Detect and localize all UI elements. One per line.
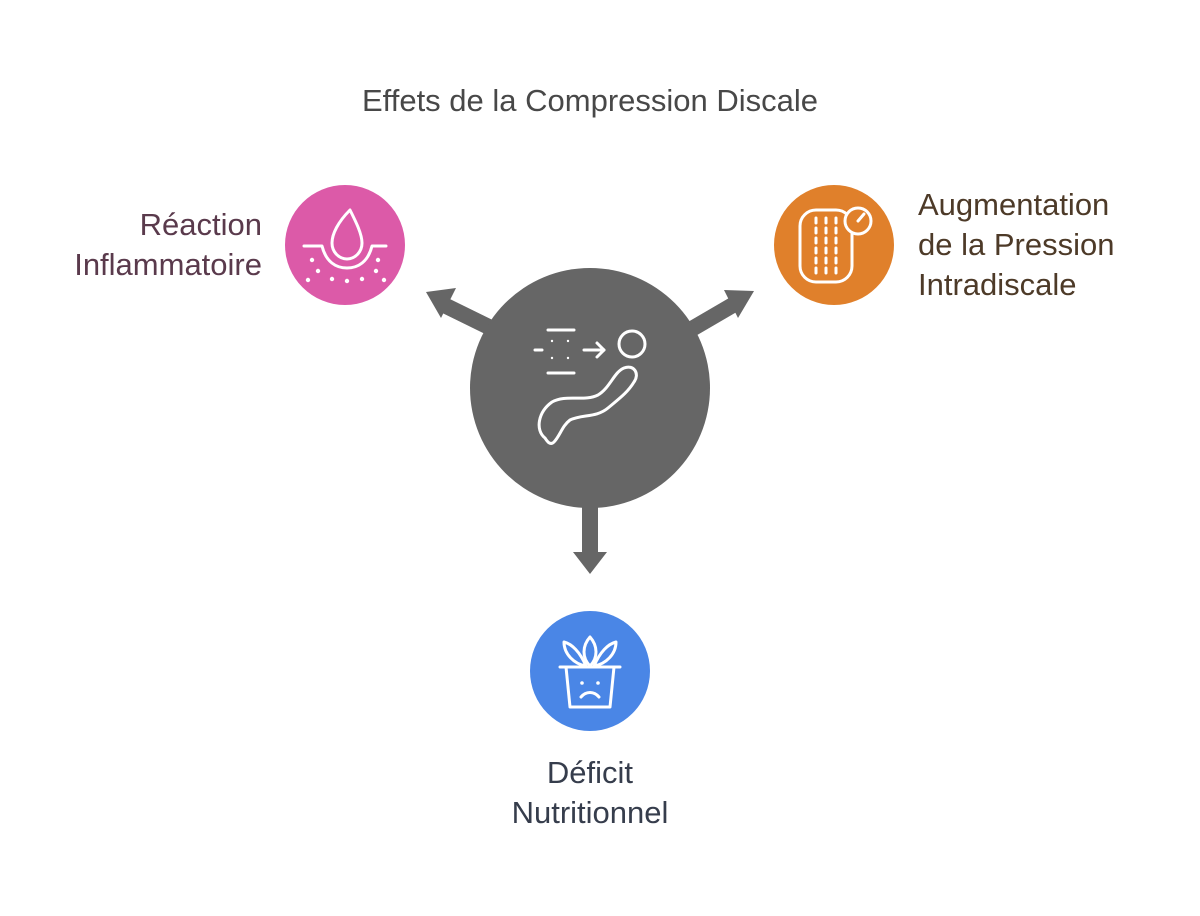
label-line: Nutritionnel (511, 795, 669, 830)
label-line: Réaction (139, 207, 262, 242)
inflamed-skin-drop-icon (302, 208, 388, 284)
central-hub (470, 268, 710, 508)
label-line: de la Pression (918, 227, 1115, 262)
label-inflammatory-reaction: Réaction Inflammatoire (74, 205, 262, 285)
label-line: Intradiscale (918, 267, 1077, 302)
label-intradiscal-pressure: Augmentation de la Pression Intradiscale (918, 185, 1114, 305)
node-pressure-circle (774, 185, 894, 305)
label-line: Augmentation (918, 187, 1110, 222)
spine-posture-icon (533, 328, 647, 445)
label-nutritional-deficit: Déficit Nutritionnel (440, 753, 740, 833)
node-intradiscal-pressure (774, 185, 894, 305)
hub-circle (470, 268, 710, 508)
arrow-to-inflammation (426, 288, 499, 338)
node-inflammatory-circle (285, 185, 405, 305)
diagram-title: Effets de la Compression Discale (361, 83, 819, 118)
label-line: Déficit (546, 755, 634, 790)
label-line: Inflammatoire (74, 247, 262, 282)
node-nutrition-circle (530, 611, 650, 731)
disc-pressure-gauge-icon (798, 206, 873, 284)
arrow-to-pressure (685, 290, 754, 337)
sad-plant-pot-icon (558, 635, 622, 709)
node-inflammatory-reaction (285, 185, 405, 305)
node-nutritional-deficit (530, 611, 650, 731)
